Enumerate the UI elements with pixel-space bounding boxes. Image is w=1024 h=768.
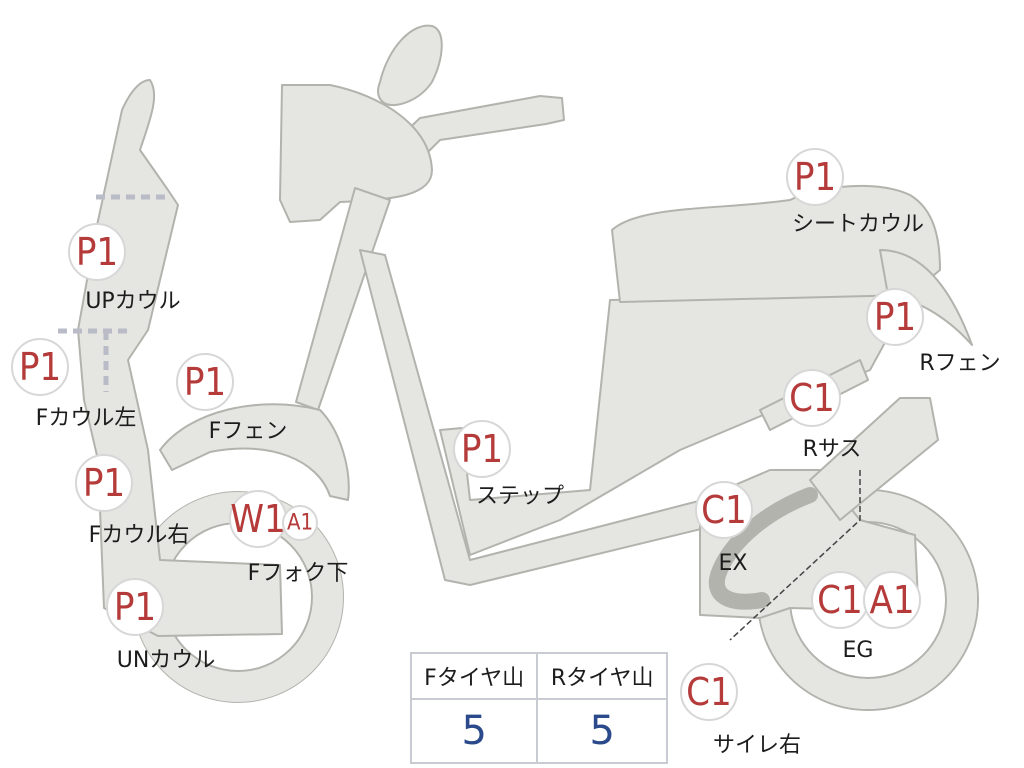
marker-front-cowl-right[interactable]: P1 Fカウル右 (75, 454, 190, 548)
seat (611, 184, 941, 303)
marker-label: EG (843, 638, 874, 663)
mirror (377, 24, 443, 106)
marker-muffler-right[interactable]: C1 サイレ右 (680, 663, 801, 758)
marker-code: W1 (230, 497, 286, 541)
marker-label: シートカウル (792, 212, 924, 237)
tire-tread-table: Fタイヤ山 Rタイヤ山 5 5 (409, 652, 668, 764)
marker-label: Fフェン (209, 419, 288, 444)
marker-label: UPカウル (85, 289, 180, 314)
rear-tire-value: 5 (536, 698, 668, 764)
marker-rear-suspension[interactable]: C1 Rサス (783, 369, 862, 462)
marker-code: C1 (686, 670, 732, 714)
marker-code: P1 (794, 155, 836, 199)
front-tire-header: Fタイヤ山 (409, 652, 539, 700)
marker-code: P1 (83, 461, 125, 505)
marker-front-cowl-left[interactable]: P1 Fカウル左 (11, 338, 137, 431)
marker-rear-fender[interactable]: P1 Rフェン (866, 288, 1001, 376)
marker-label: Fカウル右 (89, 523, 190, 548)
marker-code: P1 (19, 345, 61, 389)
marker-exhaust[interactable]: C1 EX (695, 481, 753, 576)
marker-front-fender[interactable]: P1 Fフェン (176, 353, 288, 444)
marker-extra-code: A1 (287, 511, 313, 536)
marker-code: P1 (184, 360, 226, 404)
marker-label: Fカウル左 (36, 406, 137, 431)
marker-code: C1 (701, 488, 747, 532)
marker-label: Rフェン (919, 351, 1000, 376)
marker-code: P1 (76, 230, 118, 274)
marker-label: EX (719, 551, 748, 576)
rear-shock (809, 397, 939, 521)
front-tire-value: 5 (409, 698, 539, 764)
marker-label: Rサス (803, 437, 862, 462)
exhaust-pipe (708, 487, 818, 610)
marker-engine[interactable]: C1 A1 EG (811, 571, 921, 663)
marker-extra-code: A1 (869, 578, 914, 622)
marker-up-cowl[interactable]: P1 UPカウル (68, 223, 181, 314)
marker-code: C1 (817, 578, 863, 622)
marker-seat-cowl[interactable]: P1 シートカウル (786, 148, 924, 237)
marker-code: P1 (461, 427, 503, 471)
marker-code: C1 (789, 376, 835, 420)
marker-front-fork-lower[interactable]: W1 A1 Fフォク下 (229, 490, 349, 586)
marker-code: P1 (874, 295, 916, 339)
marker-label: ステップ (476, 484, 564, 509)
front-fender (159, 403, 350, 501)
marker-under-cowl[interactable]: P1 UNカウル (106, 578, 216, 673)
headlight (279, 84, 433, 223)
marker-code: P1 (114, 585, 156, 629)
marker-step[interactable]: P1 ステップ (453, 420, 564, 509)
marker-label: Fフォク下 (248, 561, 349, 586)
marker-label: サイレ右 (713, 733, 801, 758)
marker-label: UNカウル (117, 648, 216, 673)
rear-tire-header: Rタイヤ山 (536, 652, 668, 700)
